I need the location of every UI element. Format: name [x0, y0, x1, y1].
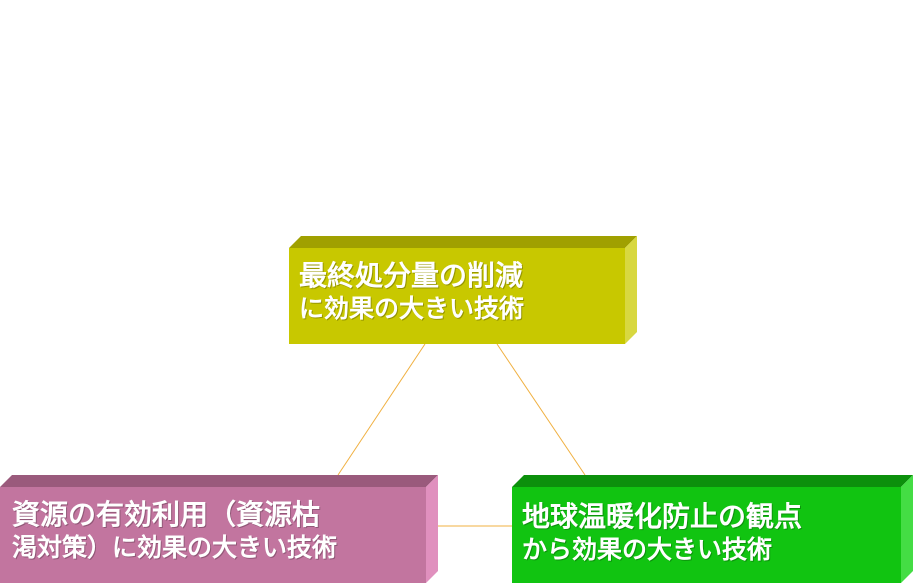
connector-top-to-right: [496, 343, 586, 476]
node-right-side-face: [901, 475, 913, 583]
node-top-side-face: [625, 236, 637, 344]
node-global-warming-prevention: 地球温暖化防止の観点 から効果の大きい技術: [512, 475, 913, 583]
connector-top-to-left: [337, 343, 426, 476]
node-resource-utilization: 資源の有効利用（資源枯 渇対策）に効果の大きい技術: [0, 475, 438, 583]
node-left-line1: 資源の有効利用（資源枯: [12, 498, 321, 531]
node-right-top-face: [512, 475, 913, 487]
node-final-disposal-reduction: 最終処分量の削減 に効果の大きい技術: [289, 236, 637, 344]
node-top-line2: に効果の大きい技術: [299, 294, 525, 323]
node-right-front: 地球温暖化防止の観点 から効果の大きい技術: [512, 487, 901, 583]
node-left-3d-faces: [0, 475, 438, 583]
node-right-line2: から効果の大きい技術: [522, 535, 773, 564]
node-top-top-face: [289, 236, 637, 248]
node-left-line2: 渇対策）に効果の大きい技術: [12, 533, 338, 562]
node-top-3d-faces: [289, 236, 637, 344]
node-left-top-face: [0, 475, 438, 487]
node-right-line1: 地球温暖化防止の観点: [522, 500, 803, 533]
node-left-front: 資源の有効利用（資源枯 渇対策）に効果の大きい技術: [0, 487, 426, 583]
node-top-front: 最終処分量の削減 に効果の大きい技術: [289, 248, 625, 344]
node-left-side-face: [426, 475, 438, 583]
node-top-line1: 最終処分量の削減: [299, 259, 524, 292]
node-right-3d-faces: [512, 475, 913, 583]
